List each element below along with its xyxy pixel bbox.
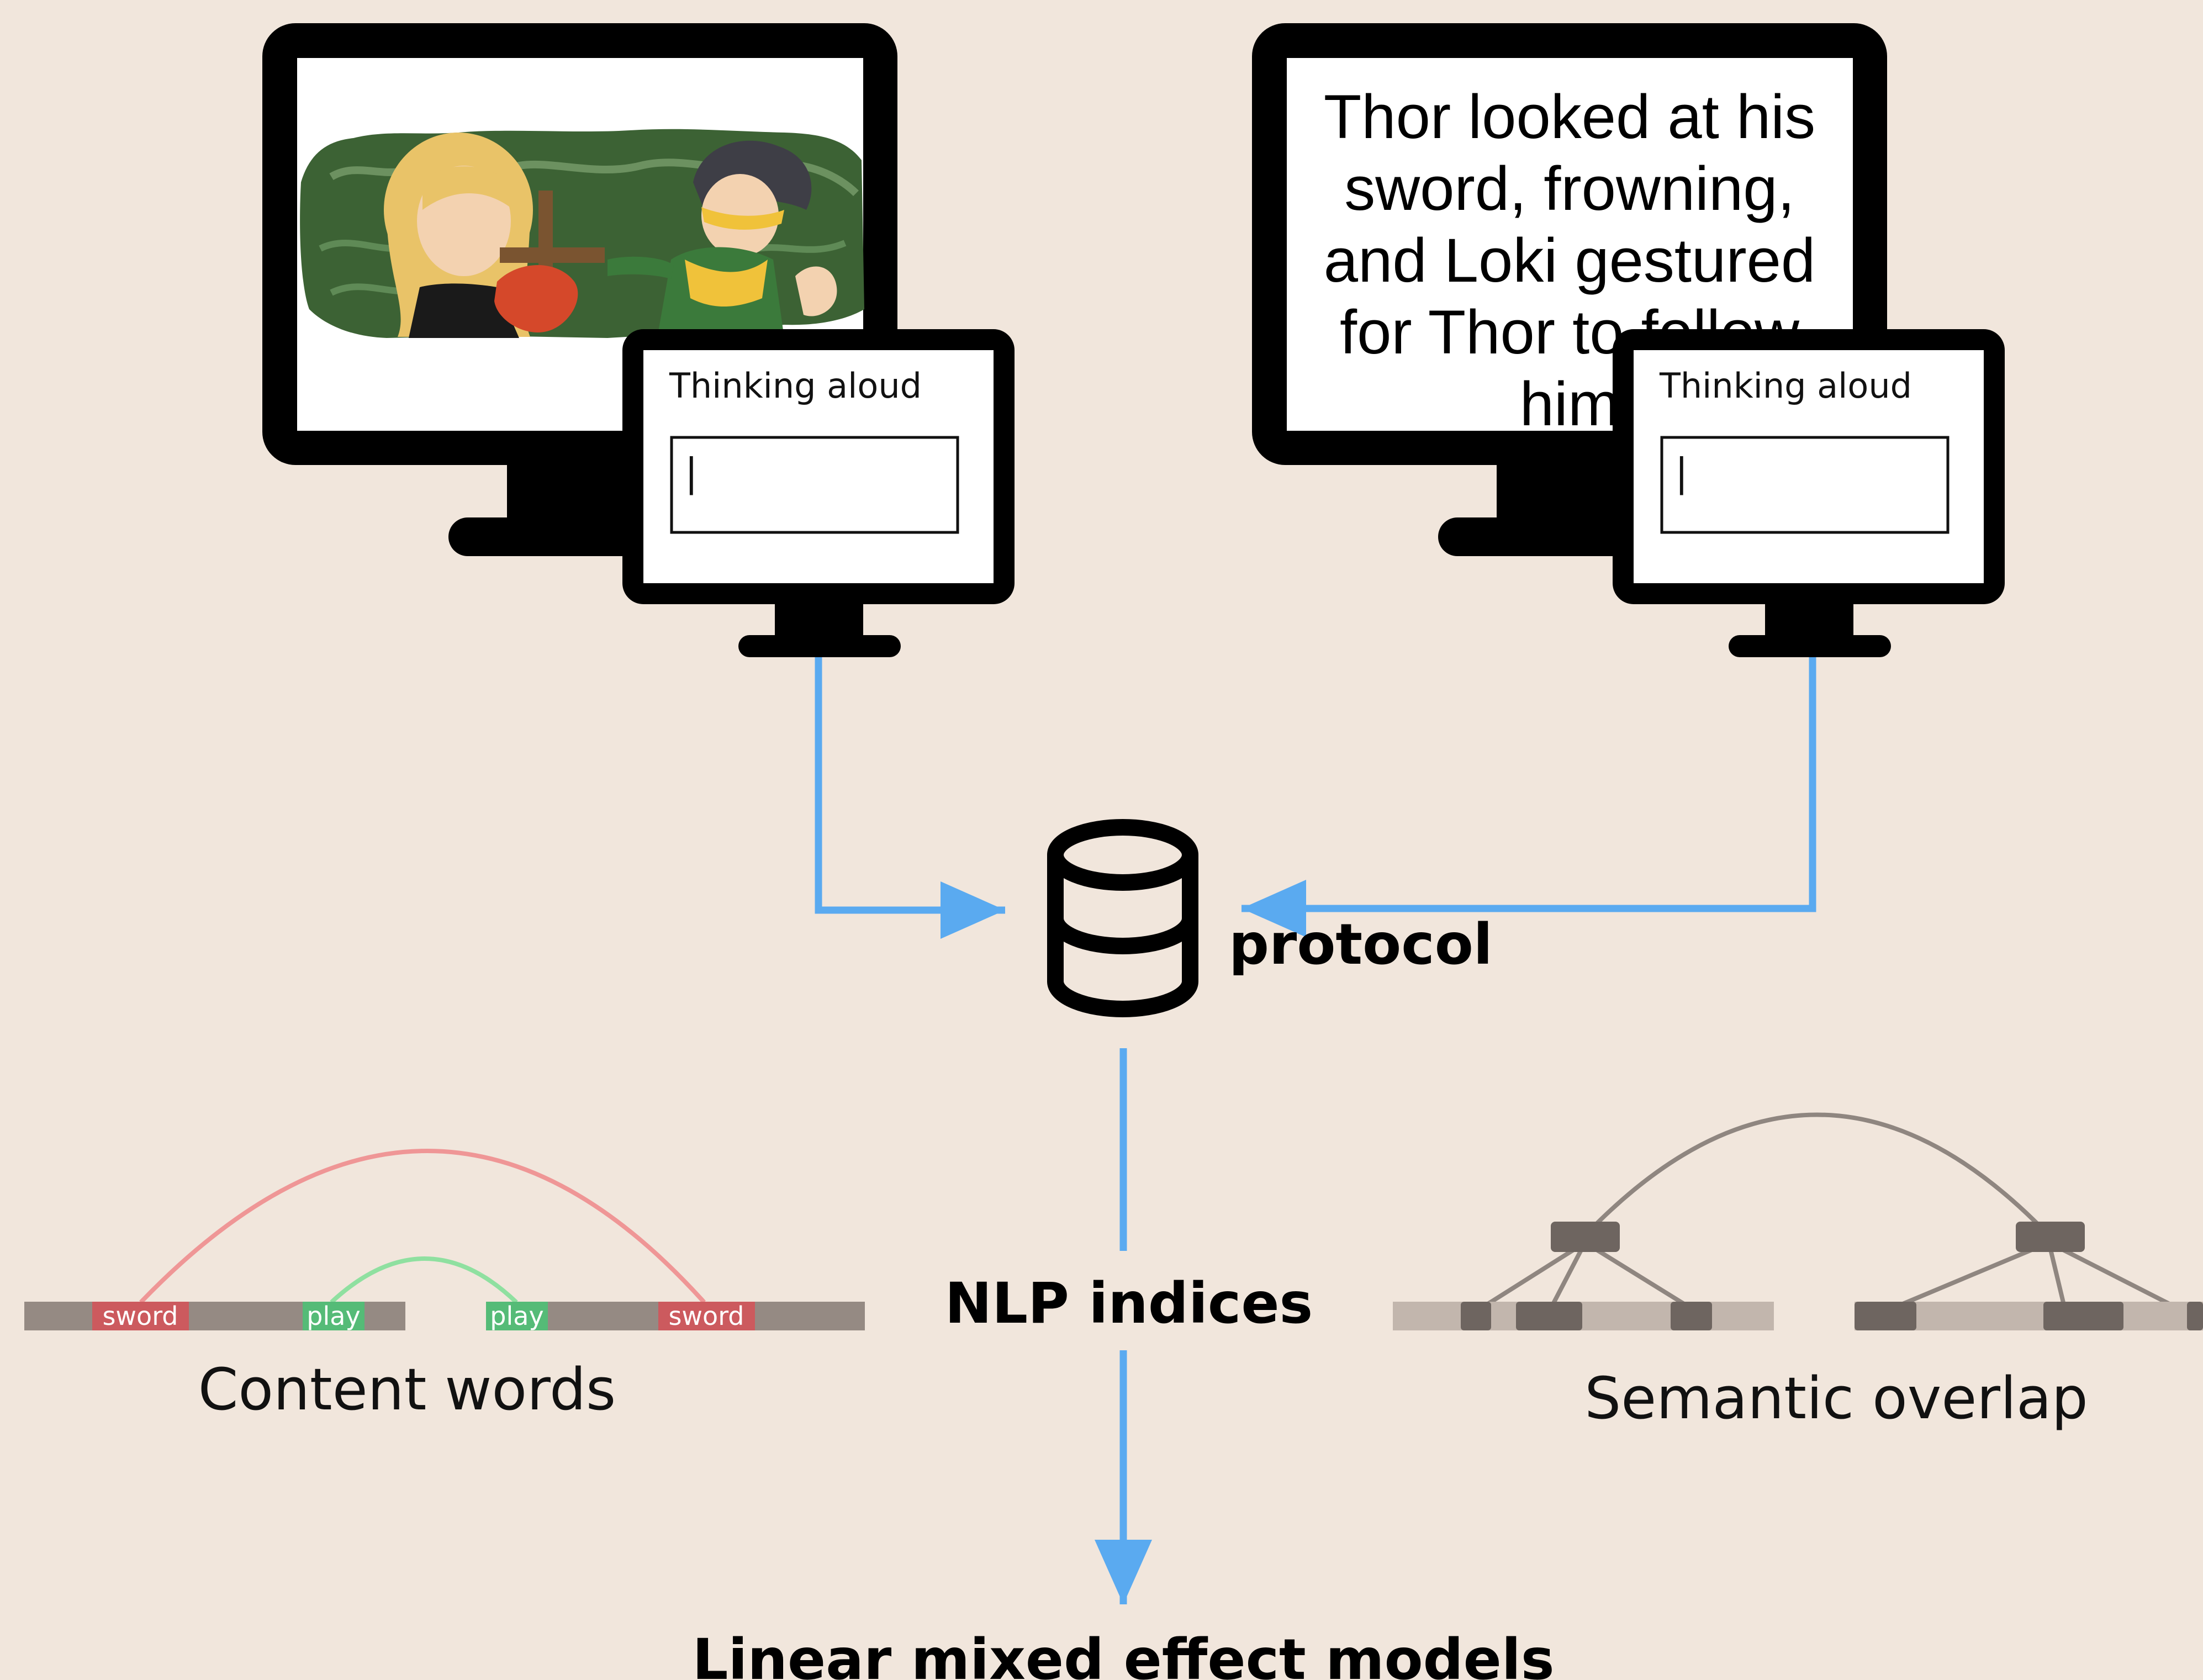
tree-link-arc xyxy=(1583,1112,2051,1237)
leaf-node xyxy=(2043,1302,2123,1330)
leaf-node xyxy=(2187,1302,2203,1330)
left-setup: Thinking aloud | xyxy=(262,23,1015,657)
semantic-overlap-label: Semantic overlap xyxy=(1584,1365,2088,1432)
token-sword-2-label: sword xyxy=(668,1301,744,1331)
flow-arrows xyxy=(815,657,1816,1604)
left-popup-monitor: Thinking aloud | xyxy=(622,329,1015,657)
sword-link-arc xyxy=(139,1149,706,1304)
leaf-node xyxy=(1461,1302,1491,1330)
nlp-indices-label: NLP indices xyxy=(945,1271,1313,1336)
leaf-node xyxy=(1671,1302,1712,1330)
token-play-2 xyxy=(486,1302,548,1330)
content-words-label: Content words xyxy=(198,1356,616,1423)
token-sword-2 xyxy=(658,1302,755,1330)
token-sword-1 xyxy=(92,1302,189,1330)
token-play-2-label: play xyxy=(490,1301,543,1331)
leaf-node xyxy=(1855,1302,1916,1330)
parent-node xyxy=(2016,1222,2085,1252)
left-text-cursor: | xyxy=(685,450,698,495)
leaf-node xyxy=(1516,1302,1582,1330)
play-link-arc xyxy=(330,1256,518,1304)
left-to-protocol-arrow xyxy=(815,657,1005,939)
story-line-1: Thor looked at his xyxy=(1324,82,1815,151)
token-play-1-label: play xyxy=(307,1301,360,1331)
models-label: Linear mixed effect models xyxy=(692,1627,1554,1680)
left-popup-title: Thinking aloud xyxy=(669,366,922,406)
story-line-5: him xyxy=(1520,369,1619,439)
story-line-3: and Loki gestured xyxy=(1324,226,1815,295)
right-to-protocol-arrow xyxy=(1242,657,1816,937)
story-line-2: sword, frowning, xyxy=(1344,154,1794,223)
token-play-1 xyxy=(303,1302,364,1330)
right-thinking-input[interactable] xyxy=(1660,436,1950,534)
semantic-bar-1 xyxy=(1393,1302,1774,1330)
right-text-cursor: | xyxy=(1675,450,1688,495)
left-thinking-input[interactable] xyxy=(670,436,959,534)
comic-panel-image xyxy=(300,129,864,338)
right-setup: Thor looked at his sword, frowning, and … xyxy=(1252,23,2005,657)
token-sword-1-label: sword xyxy=(102,1301,178,1331)
right-popup-title: Thinking aloud xyxy=(1659,366,1912,406)
protocol-label: protocol xyxy=(1229,912,1493,978)
parent-node xyxy=(1551,1222,1620,1252)
semantic-overlap-diagram: Semantic overlap xyxy=(1393,1112,2203,1432)
right-popup-monitor: Thinking aloud | xyxy=(1613,329,2005,657)
content-words-diagram: sword play play sword Content words xyxy=(24,1149,865,1423)
database-icon xyxy=(1047,819,1198,1017)
